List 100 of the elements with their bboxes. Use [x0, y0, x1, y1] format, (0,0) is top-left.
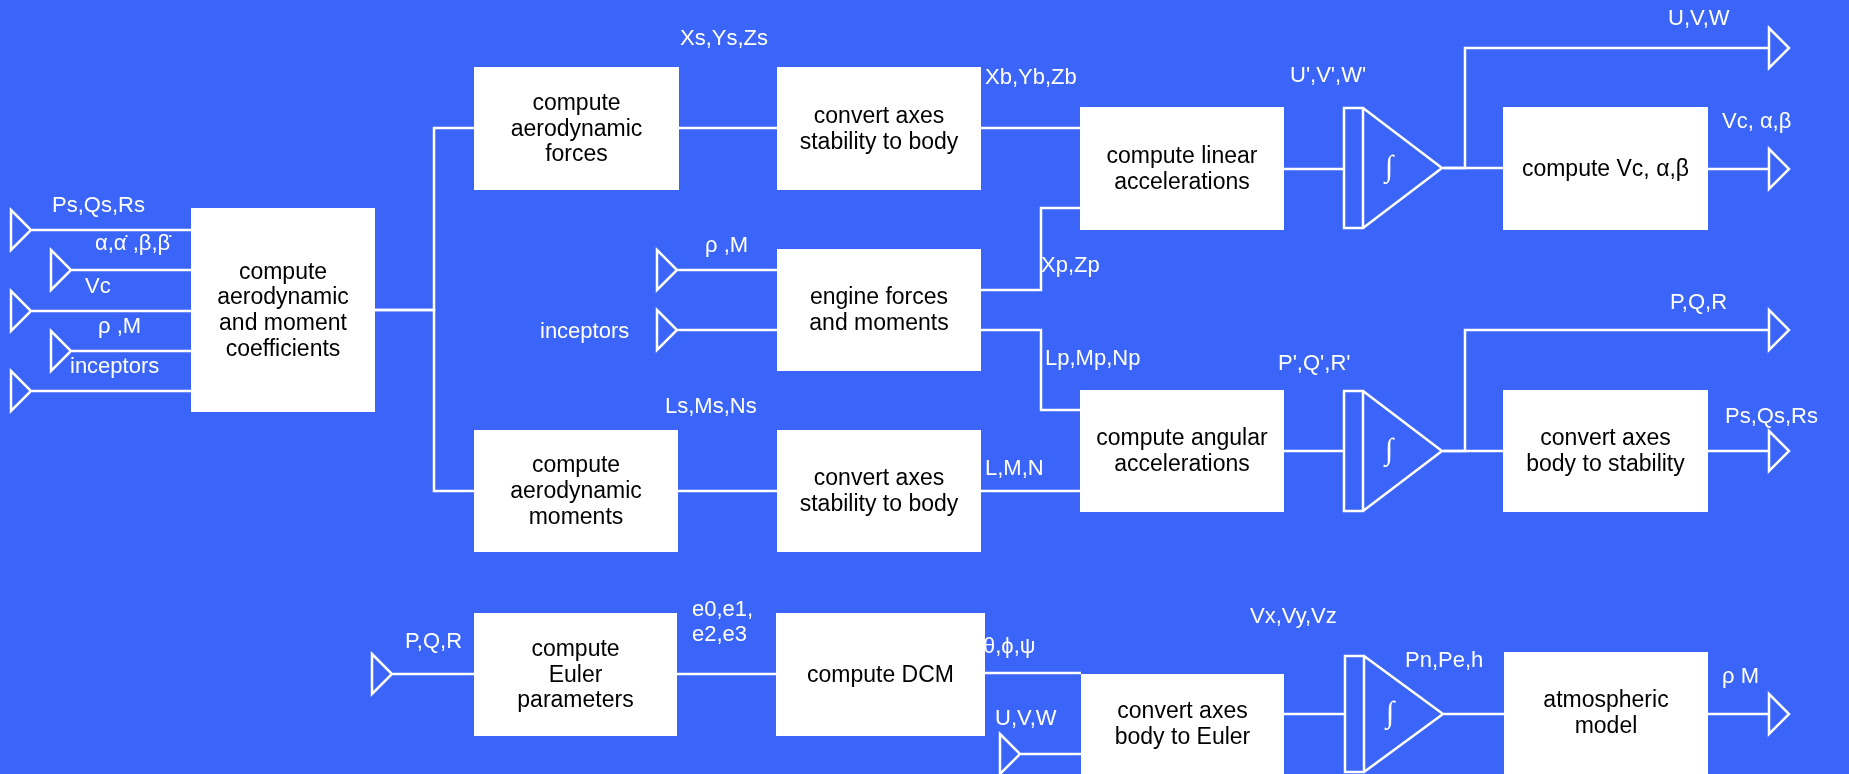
port-triangle [1768, 693, 1790, 735]
box-label: convert axes stability to body [798, 465, 960, 517]
edge-label: P',Q',R' [1278, 350, 1351, 376]
process-box [474, 430, 678, 552]
port-triangle [50, 330, 72, 372]
port-triangle [656, 309, 678, 351]
integral-sign: ∫ [1385, 432, 1394, 467]
connector-line [1021, 752, 1081, 756]
integral-sign: ∫ [1385, 149, 1394, 184]
edge-label: P,Q,R [405, 628, 463, 654]
edge-label: e0,e1, e2,e3 [692, 596, 754, 647]
edge-label: L,M,N [985, 455, 1044, 481]
connector-line [1284, 712, 1344, 716]
edge-label: U,V,W [1668, 5, 1730, 31]
process-box [777, 430, 981, 552]
box-label: compute angular accelerations [1095, 425, 1269, 477]
connector-line [678, 489, 777, 493]
connector-line [1708, 449, 1768, 453]
process-box [1504, 652, 1708, 774]
box-label: compute linear accelerations [1105, 142, 1259, 195]
connector-line [981, 126, 1080, 130]
box-label: engine forces and moments [808, 284, 950, 336]
edge-label: Ps,Qs,Rs [52, 192, 145, 218]
edge-label: α,α̇ ,β,β̇ [95, 230, 171, 256]
edge-label: U',V',W' [1290, 62, 1367, 88]
edge-label: Vc, α,β [1722, 108, 1792, 134]
box-label: compute aerodynamic moments [509, 452, 643, 530]
process-box [474, 613, 677, 736]
box-label: convert axes body to Euler [1113, 698, 1252, 750]
port-triangle [1768, 27, 1790, 69]
process-box [474, 67, 679, 190]
connector-line [1708, 712, 1768, 716]
edge-label: P,Q,R [1670, 289, 1728, 315]
connector-line [981, 489, 1080, 493]
port-triangle [1768, 430, 1790, 472]
process-box [1080, 107, 1284, 230]
connector-line [985, 671, 1081, 675]
connector-line [32, 309, 191, 313]
integrator-block [1343, 107, 1443, 229]
port-triangle [656, 249, 678, 291]
connector-line [1444, 712, 1504, 716]
connector-line [981, 328, 1080, 412]
port-triangle [10, 370, 32, 412]
box-label: convert axes body to stability [1525, 425, 1686, 477]
process-box [777, 249, 981, 371]
edge-label: ρ ,M [98, 313, 142, 339]
box-label: compute Euler parameters [516, 635, 635, 714]
edge-label: inceptors [70, 353, 160, 379]
process-box [777, 67, 981, 190]
edge-label: Vc [85, 273, 111, 299]
process-box [776, 613, 985, 736]
connector-line [32, 228, 191, 232]
port-triangle [371, 653, 393, 695]
connector-line [1443, 46, 1768, 170]
box-label: compute aerodynamic and moment coefficients [216, 258, 350, 362]
edge-label: Ps,Qs,Rs [1725, 403, 1818, 429]
connector-line [1284, 449, 1343, 453]
port-triangle [1768, 148, 1790, 190]
connector-line [393, 672, 474, 676]
box-label: atmospheric model [1542, 687, 1670, 739]
connector-line [72, 268, 191, 272]
port-triangle [10, 209, 32, 251]
edge-label: ρ M [1722, 663, 1759, 689]
integral-sign: ∫ [1386, 695, 1395, 730]
connector-line [678, 268, 777, 272]
connector-line [72, 349, 191, 353]
edge-label: Pn,Pe,h [1405, 647, 1484, 673]
edge-label: Xs,Ys,Zs [680, 25, 768, 51]
box-label: compute aerodynamic forces [509, 89, 644, 168]
process-box [1080, 390, 1284, 512]
box-label: compute Vc, α,β [1520, 155, 1691, 182]
port-triangle [1768, 309, 1790, 351]
connector-line [1708, 167, 1768, 171]
connector-line [679, 126, 777, 130]
process-box [191, 208, 375, 412]
connector-line [375, 308, 474, 493]
edge-label: ρ ,M [705, 232, 749, 258]
port-triangle [999, 733, 1021, 774]
edge-label: Vx,Vy,Vz [1250, 603, 1337, 629]
edge-label: Xb,Yb,Zb [985, 64, 1077, 90]
edge-label: Ls,Ms,Ns [665, 393, 757, 419]
port-triangle [50, 249, 72, 291]
edge-label: Lp,Mp,Np [1045, 345, 1141, 371]
connector-line [1443, 328, 1768, 453]
connector-line [1284, 167, 1343, 171]
edge-label: Xp,Zp [1041, 252, 1100, 278]
edge-label: θ,ϕ,ψ [983, 633, 1036, 659]
integrator-block [1343, 390, 1443, 512]
process-box [1503, 390, 1708, 512]
port-triangle [10, 290, 32, 332]
connector-line [678, 328, 777, 332]
edge-label: inceptors [540, 318, 630, 344]
process-box [1081, 674, 1284, 774]
connector-line [981, 206, 1080, 292]
process-box [1503, 107, 1708, 230]
connector-line [677, 672, 776, 676]
box-label: convert axes stability to body [798, 102, 960, 155]
edge-label: U,V,W [995, 705, 1057, 731]
box-label: compute DCM [806, 661, 955, 688]
connector-line [32, 389, 191, 393]
